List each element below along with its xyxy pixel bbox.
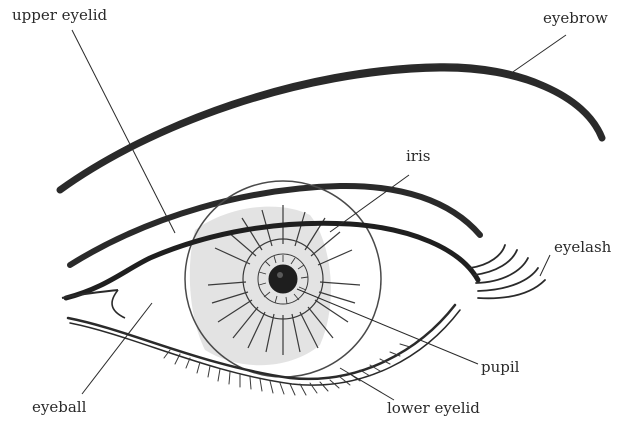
- label-lower-eyelid: lower eyelid: [387, 399, 480, 417]
- leader-eyelash: [540, 255, 550, 276]
- pupil-highlight: [277, 272, 283, 278]
- eyeball-inner-corner: [112, 290, 125, 318]
- pupil: [269, 265, 297, 293]
- leader-eyeball: [82, 303, 152, 394]
- label-eyebrow: eyebrow: [543, 9, 608, 27]
- label-upper-eyelid: upper eyelid: [12, 6, 107, 24]
- label-pupil: pupil: [481, 358, 519, 376]
- label-eyeball: eyeball: [32, 398, 86, 416]
- label-eyelash: eyelash: [554, 238, 611, 256]
- eyebrow-stroke: [60, 68, 602, 190]
- label-iris: iris: [406, 147, 430, 165]
- leader-eyebrow: [507, 35, 566, 76]
- upper-eyelashes: [470, 245, 545, 298]
- iris-shading: [190, 207, 331, 366]
